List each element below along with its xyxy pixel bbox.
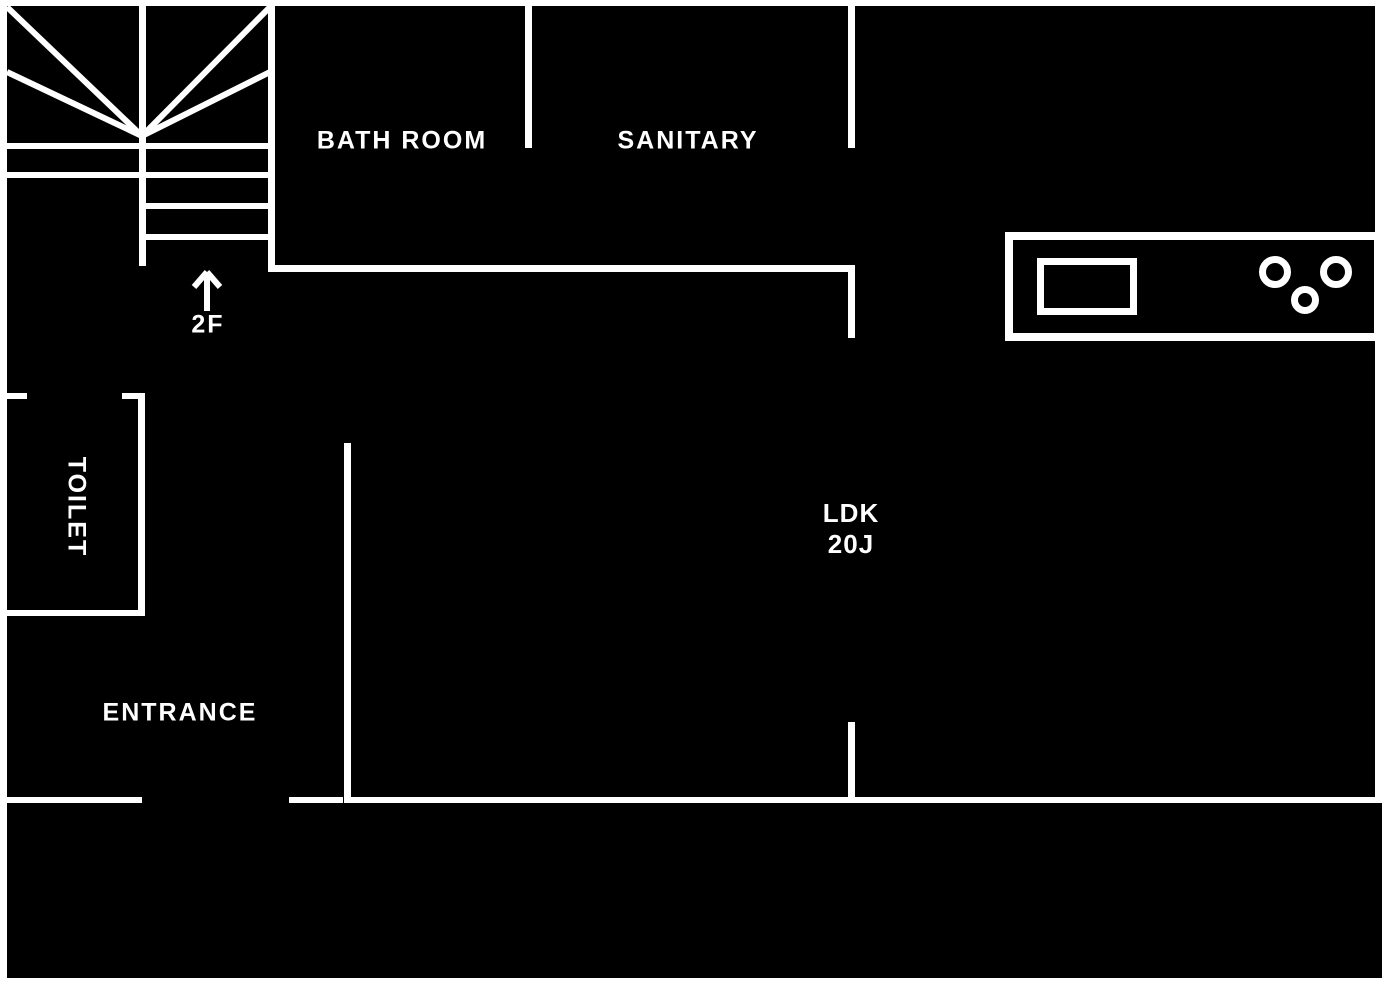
- kitchen-counter: [1005, 232, 1382, 341]
- entrance-label: ENTRANCE: [102, 698, 258, 727]
- wall-bottom-left-segment: [0, 797, 142, 803]
- stair-right-wall: [268, 0, 275, 268]
- sanitary-label: SANITARY: [617, 126, 759, 155]
- stair-tread-line-3: [142, 203, 275, 209]
- sanitary-right-wall: [848, 0, 855, 148]
- stairs-floor-label: 2F: [191, 310, 225, 339]
- bath-sanitary-divider-wall: [525, 0, 532, 148]
- ldk-label: LDK 20J: [823, 498, 879, 560]
- wall-right: [1375, 0, 1382, 803]
- ldk-size: 20J: [827, 529, 875, 559]
- ldk-name: LDK: [822, 498, 880, 528]
- toilet-top-wall-left: [0, 393, 27, 399]
- stair-tread-line-4: [142, 234, 275, 240]
- toilet-top-wall-right: [122, 393, 145, 399]
- stove-burner-icon: [1259, 256, 1291, 288]
- wall-left: [0, 0, 7, 984]
- corridor-wall: [344, 443, 351, 803]
- toilet-right-wall: [138, 393, 145, 616]
- stair-fan-lines: [4, 4, 273, 139]
- stair-tread-line-2: [0, 172, 275, 178]
- stove-burner-icon: [1320, 256, 1352, 288]
- wall-bottom-right-segment: [350, 797, 1382, 803]
- kitchen-sink: [1037, 258, 1137, 315]
- stove-burner-icon: [1291, 286, 1319, 314]
- bath-room-label: BATH ROOM: [316, 126, 488, 155]
- stair-tread-line-1: [0, 143, 275, 149]
- wall-bottom-mid-segment: [289, 797, 343, 803]
- hallway-wall: [268, 265, 855, 272]
- toilet-label: TOILET: [62, 456, 91, 558]
- wall-bottom-edge: [0, 978, 1382, 985]
- ldk-door-wall: [848, 722, 855, 803]
- wall-top: [0, 0, 1382, 6]
- stairs-up-arrow-icon: [191, 270, 223, 311]
- hallway-corner-wall: [848, 265, 855, 338]
- toilet-bottom-wall: [0, 610, 145, 616]
